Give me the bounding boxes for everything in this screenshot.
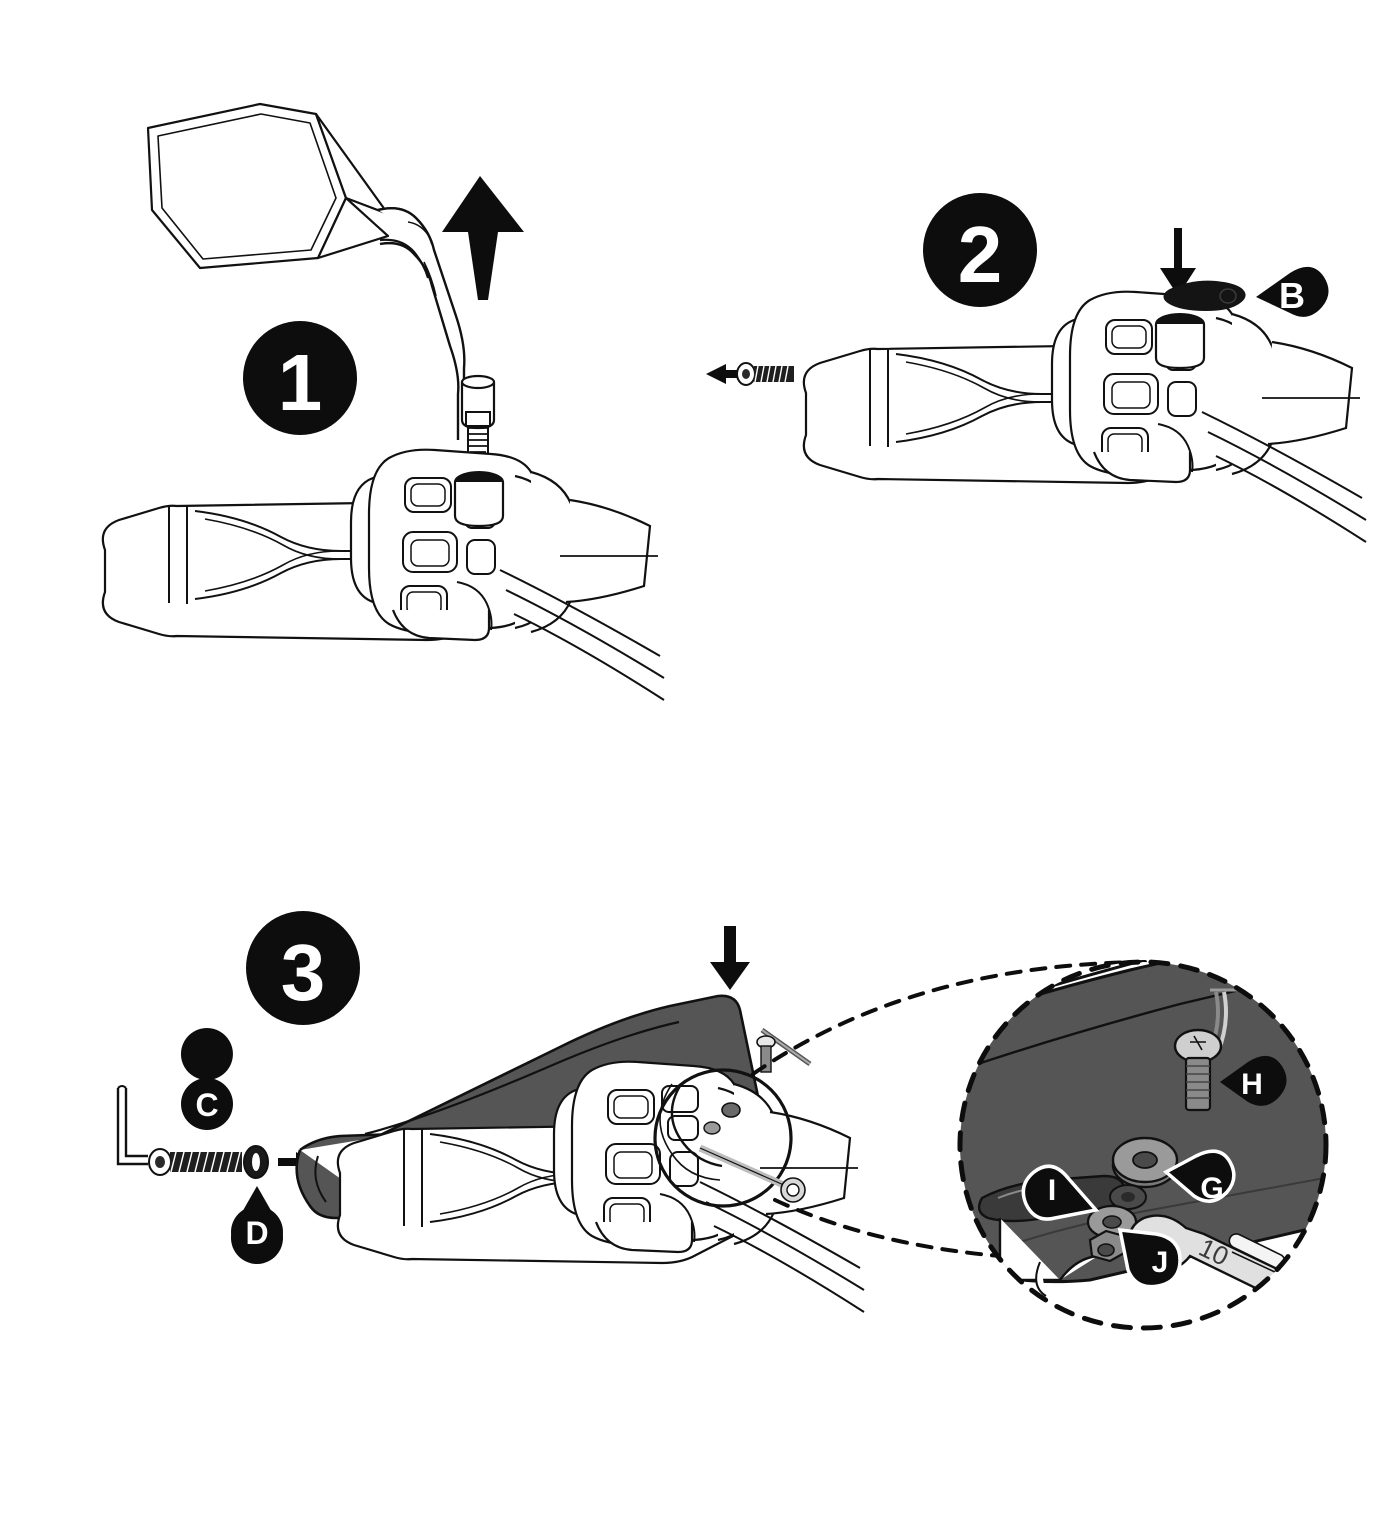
down-arrow-step3 (710, 926, 750, 990)
part-marker-i: I (1021, 1164, 1100, 1221)
step-1-group: 1 (101, 102, 665, 701)
mirror-head (146, 102, 390, 270)
part-marker-d: D (230, 1186, 283, 1264)
mirror-thread (467, 426, 489, 454)
step-badge-2-label: 2 (958, 210, 1003, 299)
part-d-washer (243, 1145, 269, 1179)
part-marker-g-label: G (1200, 1172, 1223, 1205)
part-marker-c-label: C (195, 1087, 218, 1123)
detail-source-circle (653, 1027, 812, 1208)
step-3-group: C D (116, 911, 1157, 1313)
remove-arrow-left (706, 364, 746, 384)
part-h-bolt (1173, 988, 1246, 1112)
part-marker-b-label: B (1279, 275, 1305, 316)
part-marker-d-label: D (245, 1215, 268, 1251)
part-b-cover-plug (1163, 280, 1246, 312)
part-marker-j: J (1117, 1227, 1182, 1289)
part-marker-c: C (180, 1028, 233, 1148)
part-marker-b: B (1256, 266, 1329, 317)
step-badge-2: 2 (923, 193, 1037, 307)
mirror-stem (377, 207, 466, 440)
step-badge-1-label: 1 (278, 338, 323, 427)
part-c-bar-end-bolt (148, 1148, 242, 1176)
part-marker-h: H (1220, 1055, 1287, 1106)
bar-end-screw (736, 362, 794, 386)
down-arrow-step2 (1160, 228, 1196, 296)
part-marker-i-label: I (1048, 1174, 1056, 1207)
step-2-group: B 2 (706, 193, 1367, 543)
mirror-base (460, 374, 496, 430)
detail-circle-outline (957, 959, 1329, 1331)
up-arrow (442, 176, 524, 300)
allen-key-step3 (116, 1085, 148, 1166)
step-badge-3-label: 3 (281, 928, 326, 1017)
detail-callout-group: 10 H G I J (957, 959, 1329, 1331)
part-marker-j-label: J (1152, 1246, 1169, 1279)
step-badge-3: 3 (246, 911, 360, 1025)
part-marker-h-label: H (1241, 1068, 1263, 1101)
step-badge-1: 1 (243, 321, 357, 435)
mini-wrench (698, 1144, 806, 1203)
part-g-washer (1111, 1136, 1179, 1189)
part-j-nut (1088, 1229, 1128, 1263)
part-marker-g: G (1162, 1149, 1236, 1205)
